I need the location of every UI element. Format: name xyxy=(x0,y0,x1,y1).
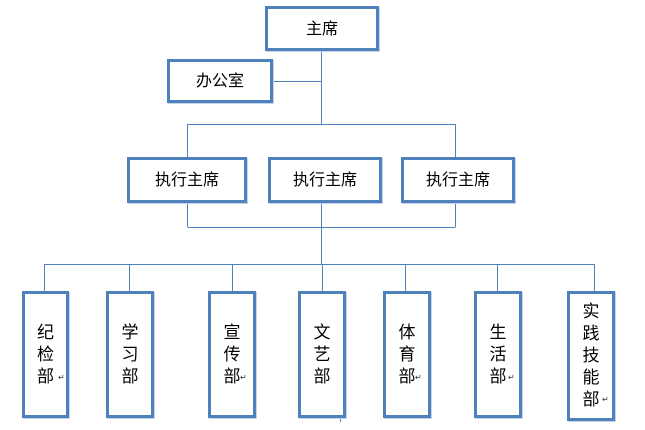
department-char: 能 xyxy=(582,368,600,388)
department-char: 宣 xyxy=(223,322,241,343)
paragraph-mark-icon: ↵ xyxy=(58,373,65,382)
department-char: 学 xyxy=(121,322,139,343)
department-char: 检 xyxy=(37,344,54,365)
department-char: 纪 xyxy=(37,322,54,343)
department-box-discipline: 纪 检 部 xyxy=(22,291,69,418)
department-char: 生 xyxy=(489,322,507,343)
department-char: 部 xyxy=(489,366,507,387)
paragraph-mark-icon: ↵ xyxy=(415,373,422,382)
department-char: 活 xyxy=(489,344,507,365)
department-char: 习 xyxy=(121,344,139,365)
department-box-publicity: 宣 传 部 xyxy=(208,291,256,418)
department-char: 践 xyxy=(582,324,600,344)
department-box-sports: 体 育 部 xyxy=(383,291,431,418)
paragraph-mark-icon: ↵ xyxy=(602,395,609,404)
office-box: 办公室 xyxy=(167,59,273,103)
department-char: 技 xyxy=(582,346,600,366)
executive-chair-label: 执行主席 xyxy=(425,170,490,189)
office-label: 办公室 xyxy=(195,71,244,90)
department-char: 体 xyxy=(398,322,416,343)
department-char: 部 xyxy=(37,366,54,387)
executive-chair-box-2: 执行主席 xyxy=(268,157,382,203)
department-box-study: 学 习 部 xyxy=(106,291,154,418)
department-char: 实 xyxy=(582,302,600,322)
department-char: 艺 xyxy=(313,344,331,365)
department-char: 部 xyxy=(223,366,241,387)
department-box-practice-skills: 实 践 技 能 部 xyxy=(567,291,615,421)
department-char: 部 xyxy=(582,390,600,410)
department-char: 传 xyxy=(223,344,241,365)
chairman-box: 主席 xyxy=(265,6,379,51)
executive-chair-box-1: 执行主席 xyxy=(127,157,247,203)
department-char: 部 xyxy=(121,366,139,387)
executive-chair-label: 执行主席 xyxy=(292,170,357,189)
department-char: 育 xyxy=(398,344,416,365)
department-char: 部 xyxy=(398,366,416,387)
executive-chair-box-3: 执行主席 xyxy=(401,157,515,203)
paragraph-mark-icon: ↵ xyxy=(508,373,515,382)
executive-chair-label: 执行主席 xyxy=(154,170,219,189)
department-char: 部 xyxy=(313,366,331,387)
chairman-label: 主席 xyxy=(305,18,338,38)
department-char: 文 xyxy=(313,322,331,343)
department-box-arts: 文 艺 部 xyxy=(298,291,346,418)
department-box-life: 生 活 部 xyxy=(474,291,522,418)
paragraph-mark-icon: ↵ xyxy=(240,373,247,382)
